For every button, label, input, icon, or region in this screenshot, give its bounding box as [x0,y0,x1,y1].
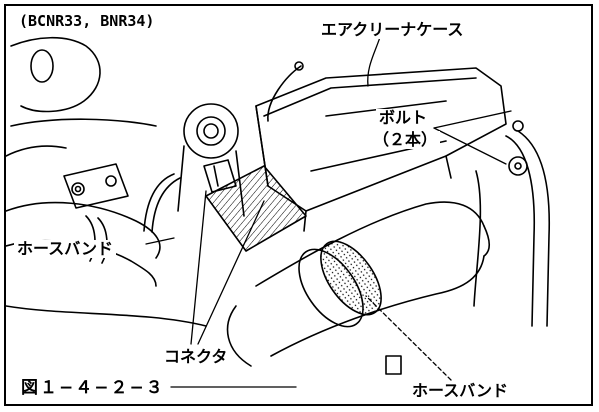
body-panel-left [6,36,157,157]
engine-bay-illustration [6,33,551,388]
connector-block [143,159,237,233]
label-air-cleaner-case: エアクリーナケース [318,21,467,39]
label-bolt-count: （２本） [370,131,441,149]
label-hose-band-left: ホースバンド [14,240,117,258]
bracket-left [63,163,129,209]
hose-right [473,130,551,327]
label-connector: コネクタ [161,348,231,366]
figure-number: 図１−４−２−３ [18,379,168,398]
label-hose-band-bottom: ホースバンド [409,382,512,400]
leader-lines [145,33,512,388]
bolt-right [512,120,524,132]
model-note: (BCNR33, BNR34) [16,13,158,30]
clip-lower [385,355,402,375]
figure-frame: (BCNR33, BNR34) エアクリーナケース ボルト （２本） ホースバン… [4,4,593,406]
intake-hose [226,201,491,367]
floor-line [6,305,207,327]
duct-shading [205,165,307,252]
label-bolt: ボルト [376,109,431,127]
